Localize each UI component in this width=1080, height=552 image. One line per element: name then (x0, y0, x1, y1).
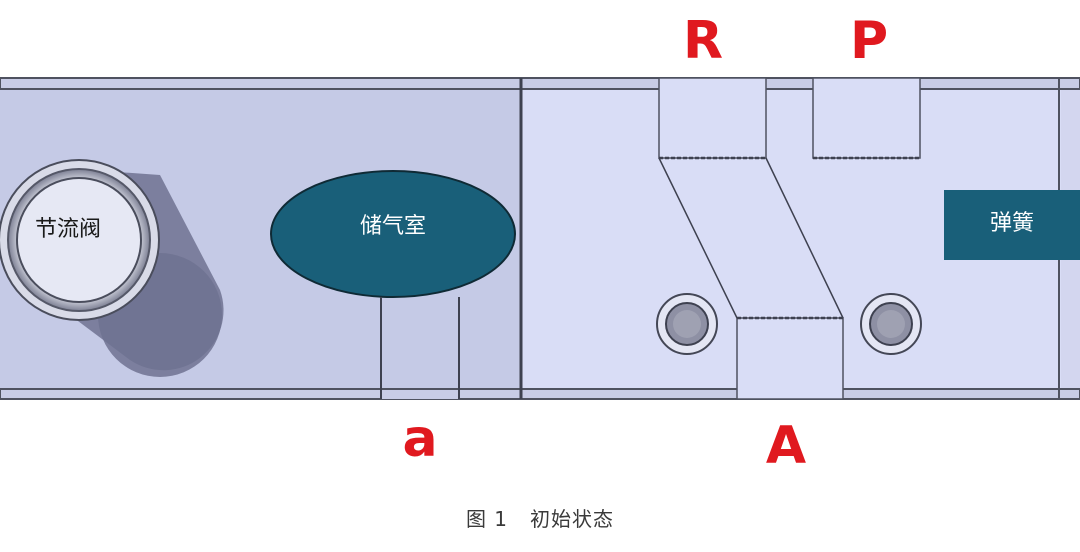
figure-caption: 图 1 初始状态 (0, 503, 1080, 532)
figure-title: 初始状态 (530, 507, 615, 531)
port-r-channel (658, 77, 767, 159)
port-p-channel (812, 77, 921, 159)
port-label-p: P (850, 11, 888, 71)
air-chamber (270, 170, 516, 298)
passage-r-a (658, 157, 738, 319)
screw-hole-right (860, 293, 922, 355)
throttle-valve-label: 节流阀 (35, 217, 101, 242)
port-a-channel (736, 317, 844, 400)
port-label-a-upper: A (766, 416, 806, 476)
port-label-r: R (683, 11, 723, 71)
screw-hole-left (656, 293, 718, 355)
figure-number: 图 1 (465, 507, 509, 531)
spring-block (944, 190, 1080, 260)
port-label-a-lower: a (402, 409, 437, 469)
spring-label: 弹簧 (990, 211, 1034, 236)
air-chamber-label: 储气室 (360, 214, 426, 239)
